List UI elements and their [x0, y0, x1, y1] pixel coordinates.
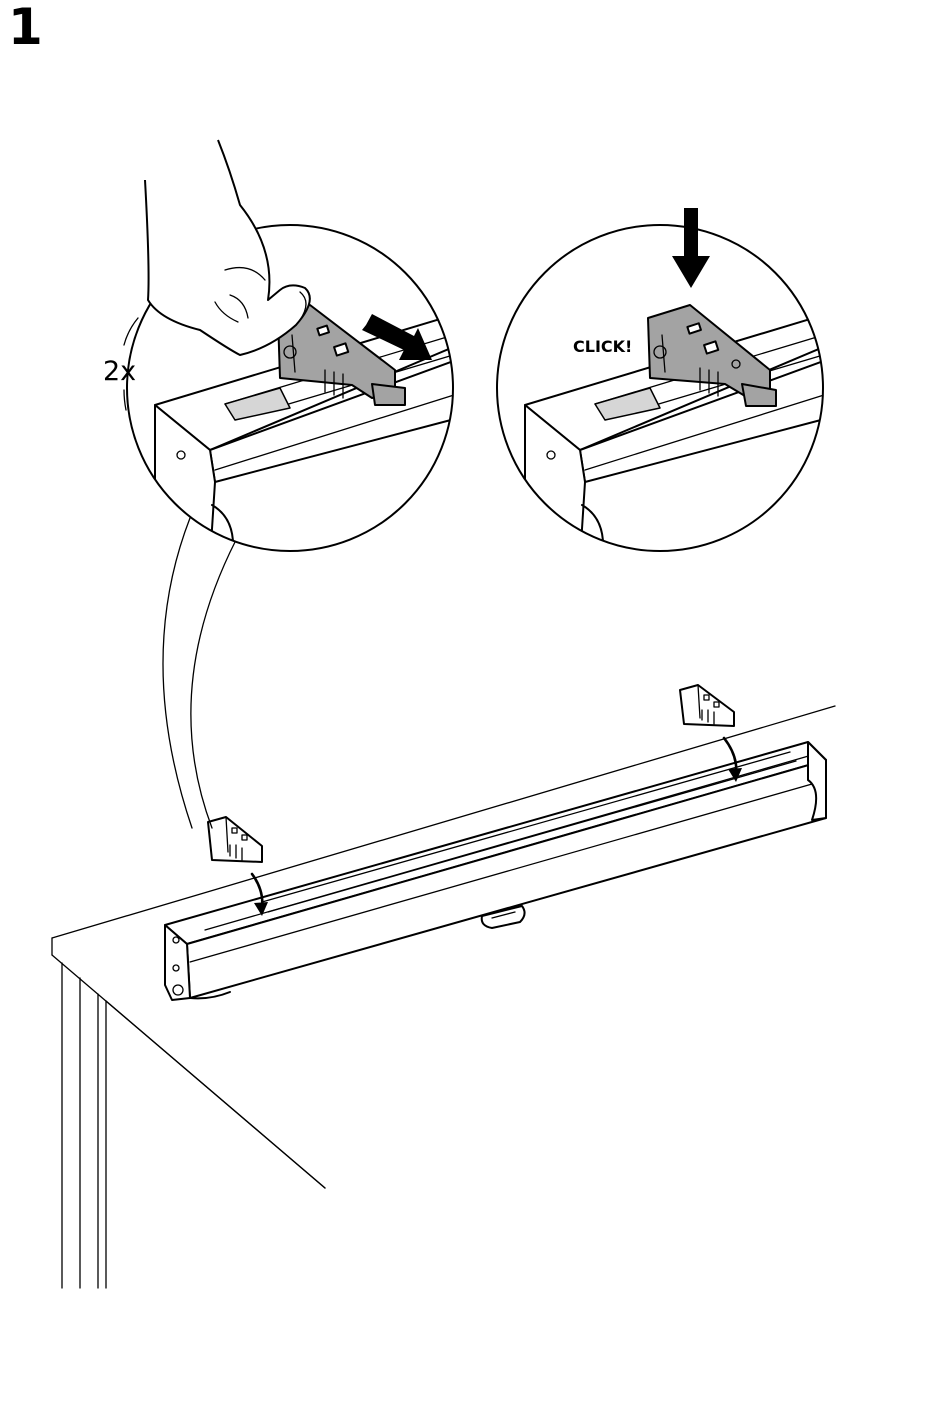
click-label: CLICK! [573, 337, 632, 356]
bracket-left [208, 817, 262, 862]
quantity-label: 2x [103, 356, 136, 387]
detail-circle-left [127, 140, 470, 560]
detail-circle-right [497, 208, 840, 560]
callout-leader [163, 518, 236, 828]
roller-blind-headrail [165, 742, 826, 1000]
bracket-right [680, 685, 734, 726]
